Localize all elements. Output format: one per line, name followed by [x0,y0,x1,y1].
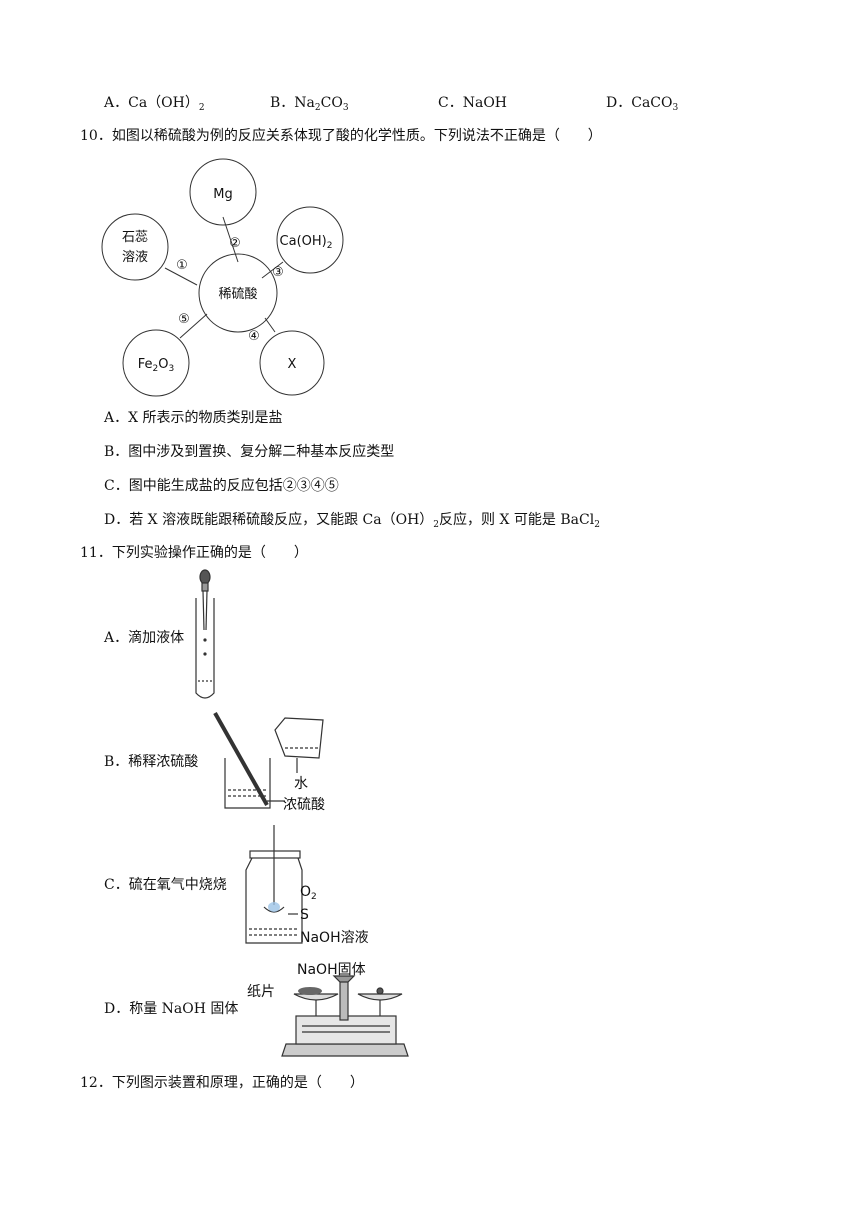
q10-stem: 10．如图以稀硫酸为例的反应关系体现了酸的化学性质。下列说法不正确是（ ） [80,128,602,144]
edge-litmus [164,267,198,286]
label-naoh-solid: NaOH固体 [297,962,366,978]
label-water: 水 [294,776,308,792]
edge-x [264,317,276,333]
edge-caoh [261,261,284,279]
gas-bottle-illustration [245,825,303,944]
edge-label-5: ⑤ [178,312,190,327]
node-x [259,330,325,396]
q10-option-a: A．X 所表示的物质类别是盐 [104,410,283,426]
node-caoh [276,206,344,274]
caoh-label: Ca(OH)2 [280,234,333,251]
label-o2: O2 [300,884,317,902]
q9-option-d: D．CaCO3 [606,95,679,113]
q10-option-c: C．图中能生成盐的反应包括②③④⑤ [104,478,339,494]
edge-label-1: ① [176,258,188,273]
node-fe [122,329,190,397]
q11-option-b: B．稀释浓硫酸 [104,754,199,770]
q11-option-c: C．硫在氧气中烧烧 [104,877,227,893]
balance-illustration [281,975,409,1057]
q9-option-c: C．NaOH [438,95,508,111]
center-label: 稀硫酸 [218,287,257,302]
edge-label-2: ② [229,236,241,251]
edge-fe [179,313,208,339]
node-center [198,253,278,333]
dropper-illustration [195,569,215,699]
q9-option-b: B．Na2CO3 [270,95,349,113]
fe-label: Fe2O3 [138,357,174,374]
q11-option-d: D．称量 NaOH 固体 [104,1001,239,1017]
label-conc-acid: 浓硫酸 [283,797,325,813]
node-litmus [101,213,169,281]
label-s: S [300,907,309,923]
label-paper: 纸片 [247,984,275,1000]
q9-option-a: A．Ca（OH）2 [104,95,205,113]
label-naoh-solution: NaOH溶液 [300,930,369,946]
edge-label-4: ④ [248,329,260,344]
mg-label: Mg [213,187,232,202]
litmus-label-1: 石蕊 [122,230,148,245]
q11-option-a: A．滴加液体 [104,630,185,646]
q12-stem: 12．下列图示装置和原理，正确的是（ ） [80,1075,364,1091]
edge-label-3: ③ [272,265,284,280]
q11-stem: 11．下列实验操作正确的是（ ） [80,545,308,561]
q10-option-b: B．图中涉及到置换、复分解二种基本反应类型 [104,444,395,460]
q10-option-d: D．若 X 溶液既能跟稀硫酸反应，又能跟 Ca（OH）2反应，则 X 可能是 B… [104,512,600,530]
x-label: X [288,357,297,372]
dilution-illustration [213,712,324,809]
litmus-label-2: 溶液 [122,250,148,265]
node-mg [189,158,257,226]
